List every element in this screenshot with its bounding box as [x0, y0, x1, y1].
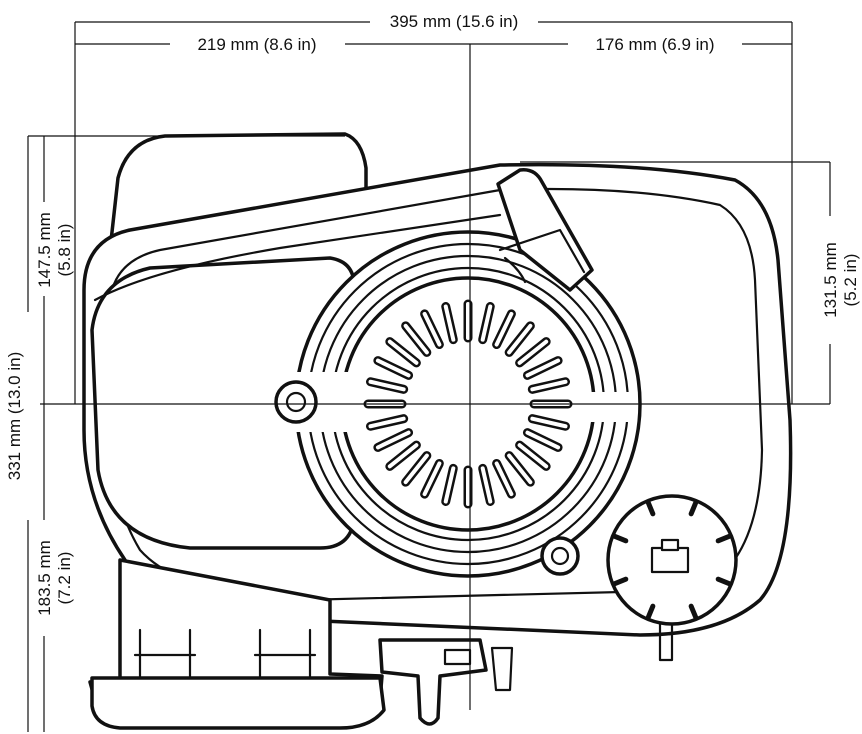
overall-height-label: 331 mm (13.0 in) [5, 352, 24, 481]
right-height-in-label: (5.2 in) [841, 254, 860, 307]
starter-slot-inner [507, 323, 533, 355]
starter-slot-inner [494, 311, 514, 347]
fuel-cap-rib [715, 533, 732, 544]
starter-slot-inner [375, 358, 411, 378]
starter-slot-inner [530, 379, 568, 392]
starter-slot-inner [507, 453, 533, 485]
fuel-cap-rib [715, 576, 732, 587]
right-height-mm-label: 131.5 mm [821, 242, 840, 318]
starter-slots [363, 299, 573, 509]
starter-slot-inner [480, 466, 493, 504]
overall-width-label: 395 mm (15.6 in) [390, 12, 519, 31]
fuel-cap-rib [645, 603, 656, 620]
dimension-labels: 395 mm (15.6 in) 219 mm (8.6 in) 176 mm … [5, 12, 860, 616]
starter-slot-inner [443, 304, 456, 342]
left-width-label: 219 mm (8.6 in) [197, 35, 316, 54]
dimension-lines [27, 21, 831, 732]
starter-slot-inner [403, 453, 429, 485]
starter-slot-inner [403, 323, 429, 355]
fuel-cap-rib [612, 533, 629, 544]
fuel-cap-icon [606, 494, 738, 626]
starter-slot-inner [368, 379, 406, 392]
starter-slot-inner [530, 416, 568, 429]
fuel-cap-rib [645, 500, 656, 517]
lower-height-mm-label: 183.5 mm [35, 540, 54, 616]
starter-slot-inner [375, 430, 411, 450]
starter-slot-inner [387, 339, 419, 365]
starter-slot-inner [422, 461, 442, 497]
starter-slot-inner [368, 416, 406, 429]
starter-slot-inner [494, 461, 514, 497]
starter-slot-inner [517, 443, 549, 469]
upper-height-in-label: (5.8 in) [55, 224, 74, 277]
upper-height-mm-label: 147.5 mm [35, 212, 54, 288]
starter-slot-inner [517, 339, 549, 365]
lower-height-in-label: (7.2 in) [55, 552, 74, 605]
starter-slot-inner [525, 430, 561, 450]
starter-slot-inner [443, 466, 456, 504]
right-width-label: 176 mm (6.9 in) [595, 35, 714, 54]
fuel-cap-rib [688, 603, 699, 620]
starter-slot-inner [422, 311, 442, 347]
starter-slot-inner [387, 443, 419, 469]
starter-slot-inner [480, 304, 493, 342]
fuel-cap-rib [612, 576, 629, 587]
fuel-cap-rib [688, 500, 699, 517]
starter-slot-inner [525, 358, 561, 378]
